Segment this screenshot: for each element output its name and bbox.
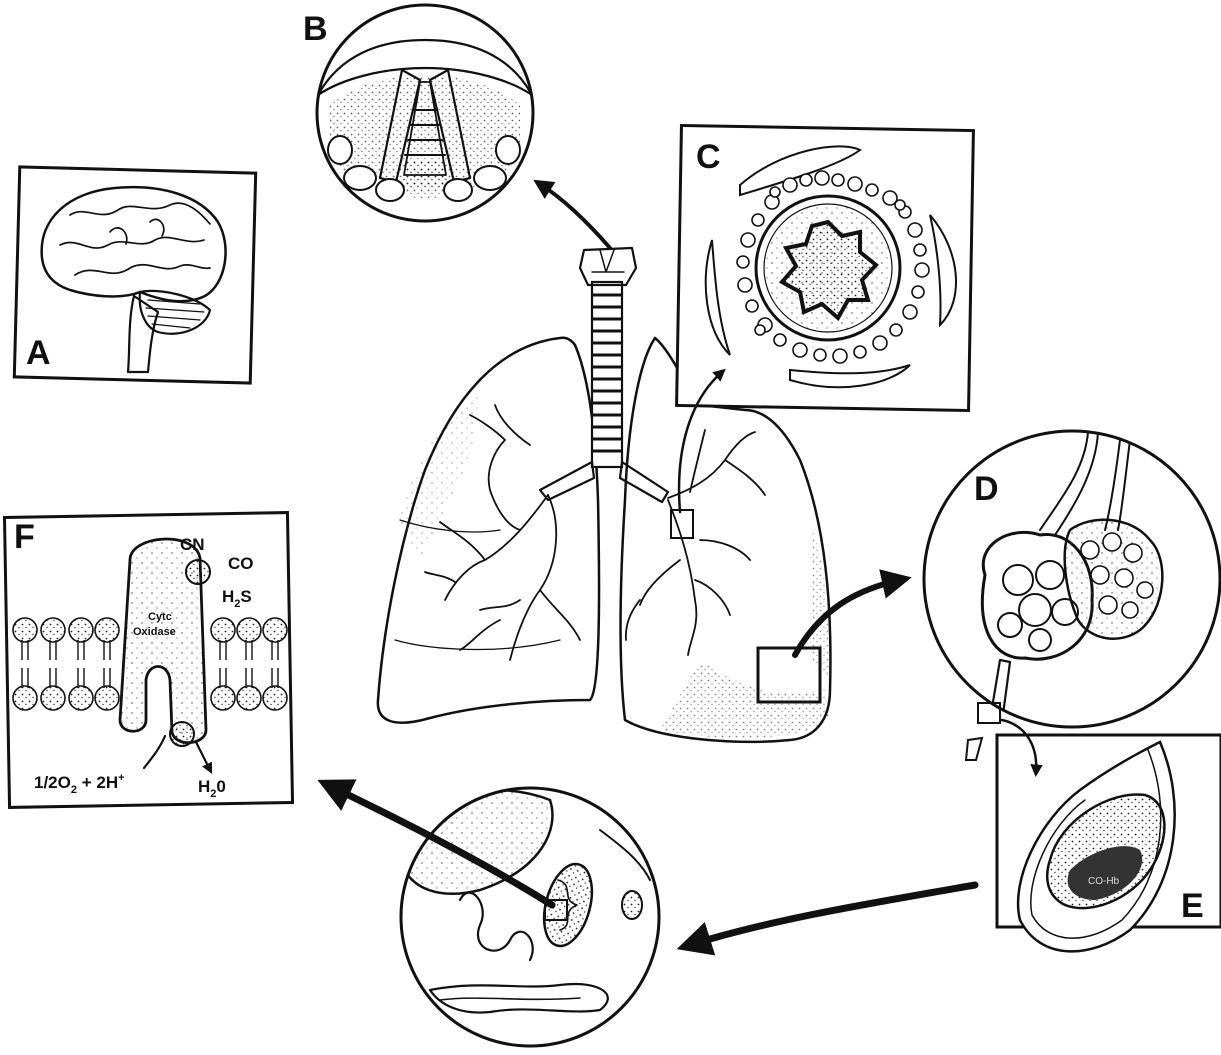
panel-a-label: A: [26, 334, 51, 372]
arrow-to-d: [795, 580, 900, 655]
panel-d-alveoli: D: [795, 431, 1220, 760]
panel-c-bronchus: C: [677, 125, 974, 512]
panel-c-label: C: [696, 138, 721, 176]
panel-e-label: E: [1181, 887, 1204, 925]
left-lung-shading: [660, 660, 830, 738]
panel-e-rbc: CO-Hb E: [997, 720, 1221, 951]
bronchial-tree-left: [626, 430, 765, 655]
arrow-to-mito: [690, 885, 975, 945]
panel-d-label: D: [974, 470, 999, 508]
inhibitor-cn: CN: [180, 535, 205, 554]
enzyme-label-line1: Cytc: [148, 611, 172, 623]
cn-binding-site: [186, 560, 210, 584]
inhibitor-co: CO: [228, 554, 254, 573]
capillary-tail: [966, 738, 982, 760]
right-lung-shading: [400, 390, 480, 560]
panel-a-brain: A: [14, 167, 255, 383]
catalytic-site: [170, 722, 194, 746]
panel-f-membrane: F: [4, 513, 292, 808]
panel-b-larynx: B: [303, 5, 610, 248]
panel-f-label: F: [14, 518, 35, 556]
panel-b-label: B: [303, 10, 328, 48]
panel-cell-mitochondria: [330, 786, 975, 1052]
co-hb-label: CO-Hb: [1088, 876, 1120, 887]
arrow-to-b: [540, 184, 610, 248]
vesicle: [622, 891, 642, 919]
enzyme-label-line2: Oxidase: [133, 626, 176, 638]
